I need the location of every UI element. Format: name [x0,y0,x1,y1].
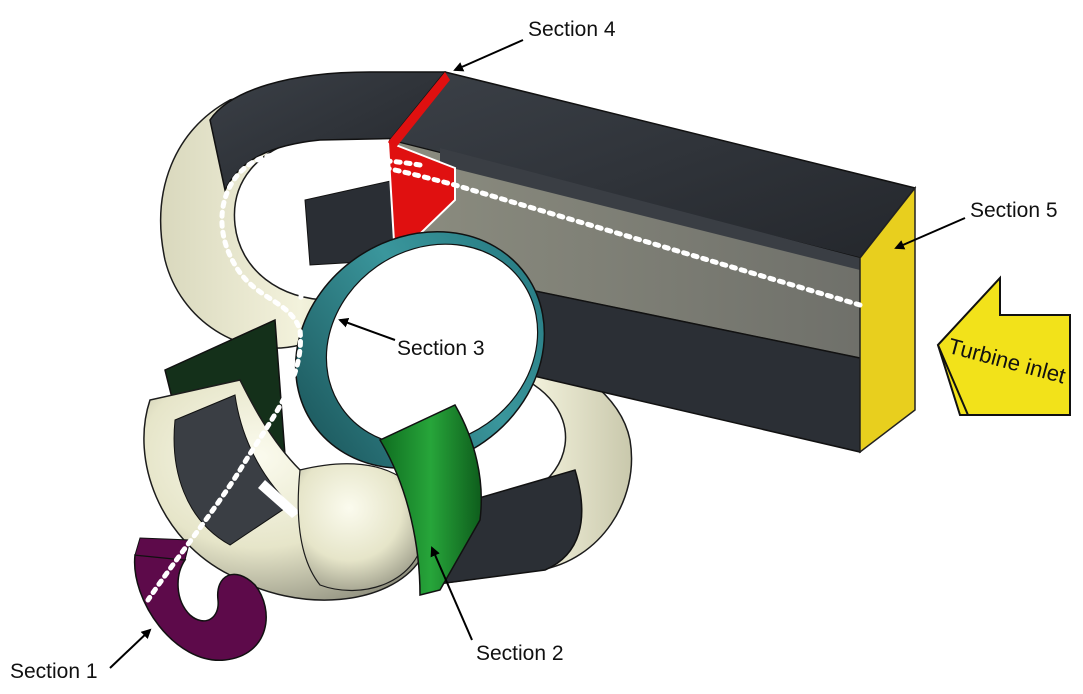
section-3-ring [294,231,546,469]
outlet-nozzle [143,318,431,601]
section-2-band [378,404,483,596]
section-1-ring [133,537,267,661]
callout-arrows [109,39,966,669]
arrow-section-3 [338,318,396,341]
section-4-label: Section 4 [528,18,616,41]
section-2-label: Section 2 [476,642,564,665]
turbine-inlet-arrow: Turbine inlet [936,275,1071,416]
arrow-section-4 [453,39,524,72]
section-5-face [859,185,916,454]
arrow-section-1 [109,628,152,669]
arrow-section-5 [894,217,966,250]
section-3-label: Section 3 [397,337,485,360]
section-1-label: Section 1 [10,660,98,683]
section-5-label: Section 5 [970,199,1058,222]
arrow-section-2 [430,546,473,641]
scroll-casing [159,71,633,586]
flow-path [145,151,863,603]
